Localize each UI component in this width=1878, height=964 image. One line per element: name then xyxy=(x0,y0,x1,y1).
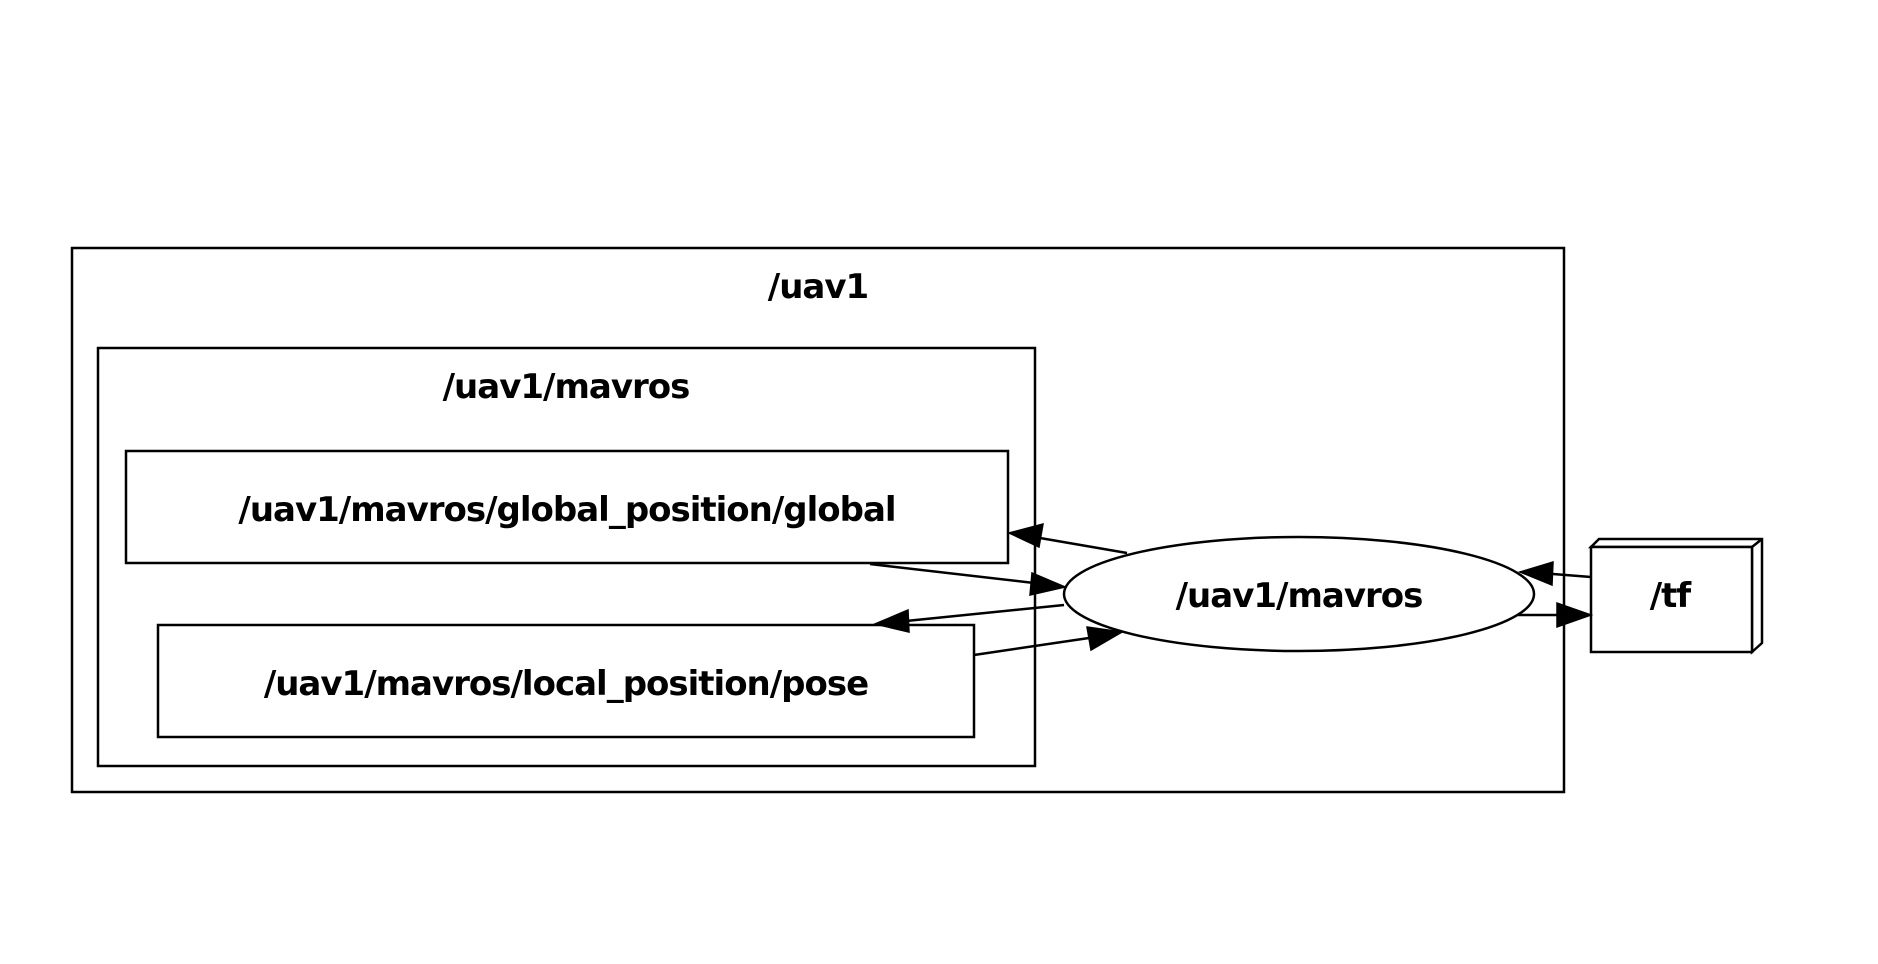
ros-node-mavros[interactable]: /uav1/mavros xyxy=(1062,535,1536,653)
edge-mavros-to-pose xyxy=(905,603,1065,623)
topic-local-pose-label: /uav1/mavros/local_position/pose xyxy=(264,664,868,704)
edge-global-to-mavros xyxy=(869,562,1035,585)
tf-node-label: /tf xyxy=(1650,576,1693,616)
edge-mavros-to-global-arrowhead xyxy=(1006,522,1044,549)
topic-node-global-position[interactable]: /uav1/mavros/global_position/global xyxy=(124,449,1010,565)
topic-global-position-label: /uav1/mavros/global_position/global xyxy=(238,490,895,530)
external-node-tf[interactable]: /tf xyxy=(1587,537,1764,655)
edge-pose-to-mavros-arrowhead xyxy=(1086,626,1125,652)
cluster-uav1-label: /uav1 xyxy=(768,267,868,307)
topic-global-position-box[interactable] xyxy=(124,449,1010,565)
topic-node-local-pose[interactable]: /uav1/mavros/local_position/pose xyxy=(156,623,976,739)
topic-local-pose-box[interactable] xyxy=(156,623,976,739)
ros-node-mavros-ellipse[interactable] xyxy=(1062,535,1536,653)
cluster-uav1-frame xyxy=(70,246,1566,794)
edge-mavros-to-pose-arrowhead xyxy=(872,608,910,633)
cluster-uav1: /uav1 xyxy=(70,246,1566,794)
cluster-uav1-mavros: /uav1/mavros xyxy=(96,346,1037,768)
tf-box-corner-edge xyxy=(1751,538,1763,548)
edge-tf-to-mavros-arrowhead xyxy=(1517,560,1554,587)
tf-box-front[interactable] xyxy=(1589,545,1754,654)
edge-mavros-to-tf-arrowhead xyxy=(1556,601,1594,629)
edge-pose-to-mavros xyxy=(973,636,1090,657)
cluster-uav1-mavros-frame xyxy=(96,346,1037,768)
graph-edges xyxy=(869,522,1594,657)
ros-node-mavros-label: /uav1/mavros xyxy=(1176,576,1423,616)
edge-global-to-mavros-arrowhead xyxy=(1029,571,1068,596)
edge-tf-to-mavros xyxy=(1552,572,1592,579)
cluster-uav1-mavros-label: /uav1/mavros xyxy=(443,367,690,407)
edge-mavros-to-global xyxy=(1039,536,1128,555)
